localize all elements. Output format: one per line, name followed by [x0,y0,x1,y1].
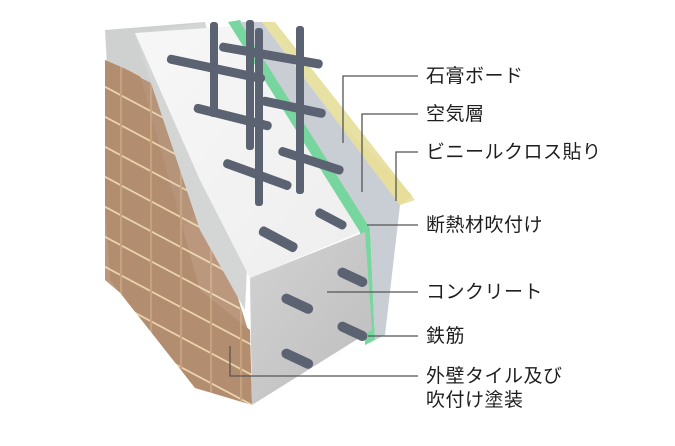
leader-gypsum-board [342,75,418,143]
leader-lines [229,75,418,377]
label-rebar: 鉄筋 [426,325,466,347]
label-air-layer: 空気層 [426,103,485,125]
gypsum-board-layer [240,22,400,340]
concrete-top [135,24,365,278]
label-exterior-tile-spray: 外壁タイル及び 吹付け塗装 [426,365,563,411]
label-insulation: 断熱材吹付け [426,214,544,236]
leader-exterior [229,346,418,377]
label-gypsum-board: 石膏ボード [426,65,524,87]
leader-vinyl-cloth [395,151,418,201]
rebar-group [166,20,368,369]
leader-air-layer [361,113,418,192]
label-concrete: コンクリート [426,281,544,303]
label-vinyl-cloth: ビニールクロス貼り [426,141,602,163]
